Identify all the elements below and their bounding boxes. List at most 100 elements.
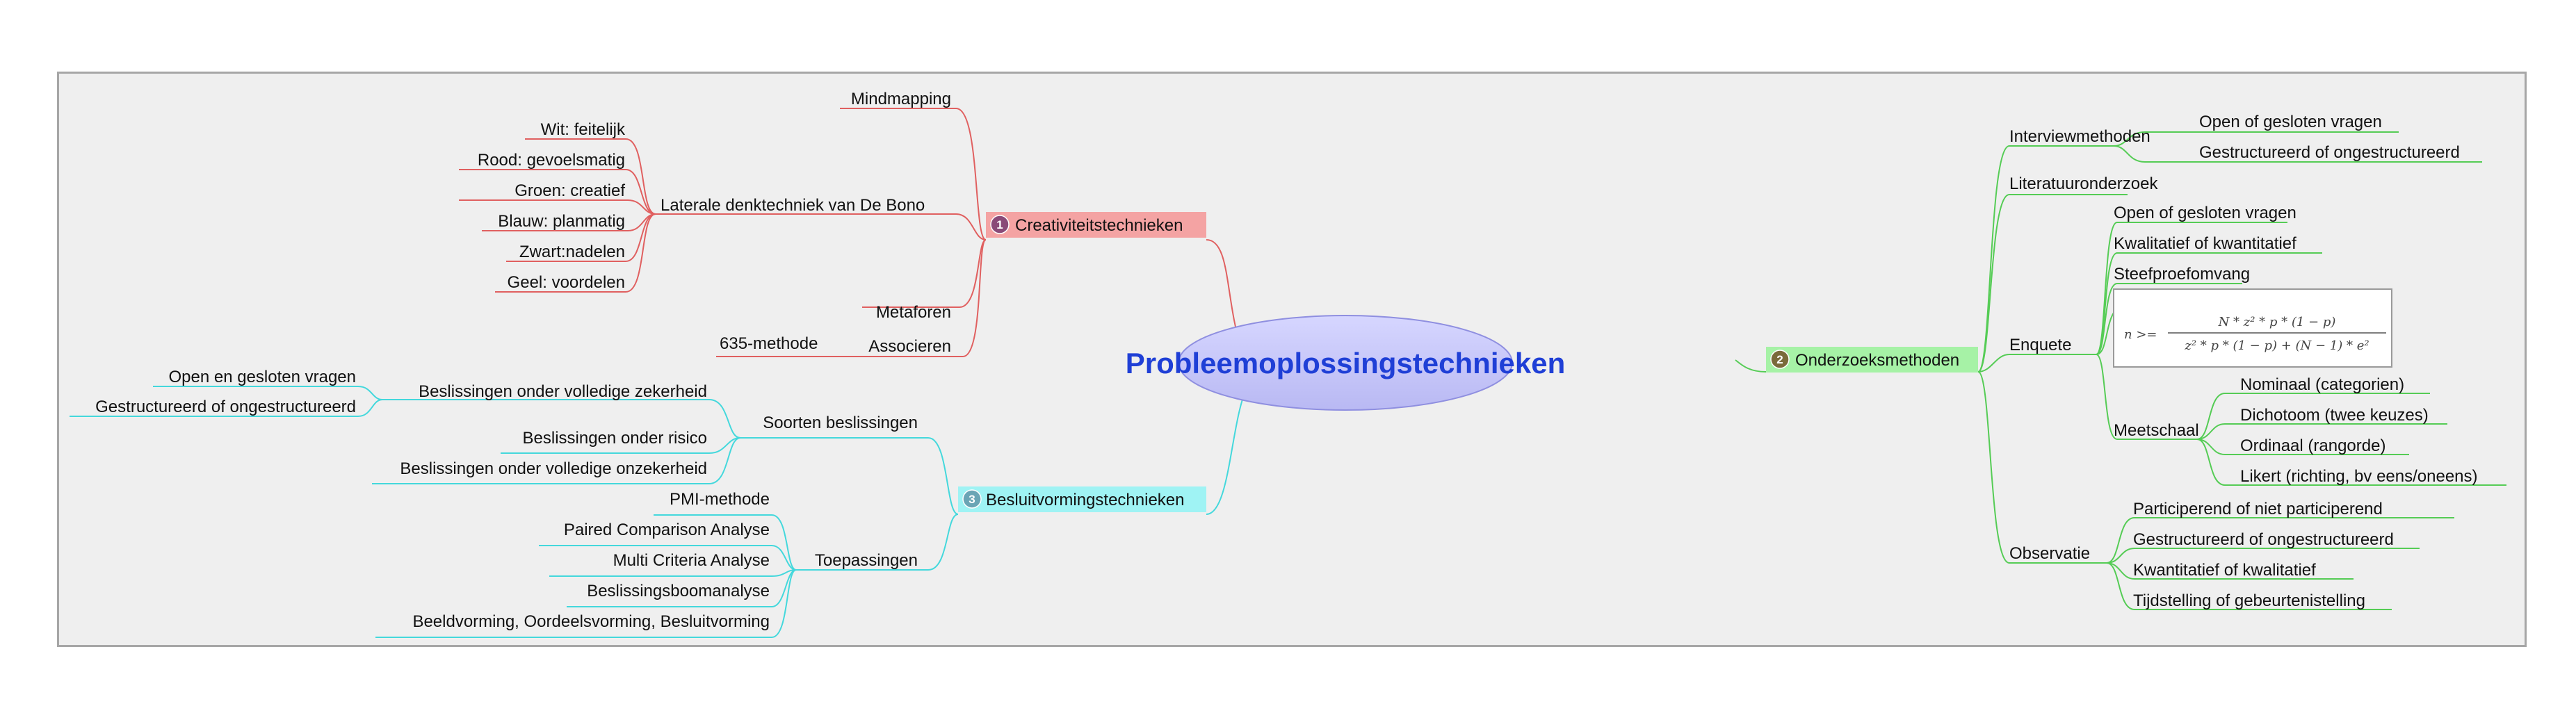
creativiteit-label: Creativiteitstechnieken [1015,216,1183,235]
besluit-connectors [70,385,1249,638]
toepassingen-item[interactable]: Beslissingsboomanalyse [587,582,770,600]
line-int-1 [2113,131,2399,147]
meetschaal-item[interactable]: Likert (richting, bv eens/oneens) [2240,467,2478,486]
onderzoek-node[interactable]: 2 Onderzoeksmethoden [1766,347,1978,373]
number-badge-icon [1770,350,1790,369]
root-node[interactable]: Probleemoplossingstechnieken [1126,315,1566,411]
line-zek-2 [70,399,383,417]
line-laterale [656,213,987,240]
line-meet-1 [2196,393,2430,440]
line-literatuur [1977,194,2128,373]
node-associeren[interactable]: Associeren [868,337,951,356]
toepassingen-item[interactable]: Beeldvorming, Oordeelsvorming, Besluitvo… [412,612,770,631]
formula-frame [2113,288,2392,368]
creativiteit-box [986,212,1206,238]
onderzoek-label: Onderzoeksmethoden [1795,351,1959,370]
node-zekerheid[interactable]: Beslissingen onder volledige zekerheid [419,382,707,401]
observatie-item[interactable]: Kwantitatief of kwalitatief [2133,561,2316,580]
observatie-item[interactable]: Participerend of niet participerend [2133,500,2383,518]
line-zekerheid [382,399,741,439]
node-mindmapping[interactable]: Mindmapping [851,90,951,108]
formula-numerator: N * z² * p * (1 − p) [2218,315,2336,329]
formula-denominator: z² * p * (1 − p) + (N − 1) * e² [2184,338,2369,353]
line-enq-formula [2096,312,2114,355]
line-toepassingen [796,514,959,571]
number-badge-icon [990,215,1010,234]
node-toepassingen[interactable]: Toepassingen [815,551,918,570]
creativiteit-node[interactable]: 1 Creativiteitstechnieken [986,212,1206,238]
interview-item[interactable]: Gestructureerd of ongestructureerd [2199,143,2460,162]
besluit-box [958,486,1206,512]
creativiteit-number: 1 [996,218,1003,231]
line-observatie [1977,371,2107,564]
line-enquete [1977,354,2096,373]
observatie-item[interactable]: Gestructureerd of ongestructureerd [2133,530,2394,549]
besluit-label: Besluitvormingstechnieken [986,491,1184,509]
node-enquete[interactable]: Enquete [2009,336,2071,354]
hat-item[interactable]: Groen: creatief [515,181,625,200]
root-ellipse [1178,315,1513,411]
root-to-besluit-line [1206,385,1249,515]
line-obs-2 [2106,548,2420,564]
line-zek-1 [153,386,383,400]
line-toep-3 [549,569,797,577]
interview-item[interactable]: Open of gesloten vragen [2199,113,2382,131]
toepassingen-item[interactable]: PMI-methode [670,490,770,509]
enquete-item[interactable]: Steefproefomvang [2114,265,2250,284]
line-hat-2 [459,169,656,215]
line-risico [501,437,741,454]
enquete-item[interactable]: Open of gesloten vragen [2114,204,2296,222]
line-toep-5 [375,569,797,638]
number-badge-icon [962,489,982,509]
node-soorten[interactable]: Soorten beslissingen [763,414,918,432]
root-to-onderzoek-line [1735,359,1767,373]
besluit-node[interactable]: 3 Besluitvormingstechnieken [958,486,1206,512]
meetschaal-item[interactable]: Ordinaal (rangorde) [2240,436,2385,455]
root-label: Probleemoplossingstechnieken [1126,347,1566,379]
line-obs-1 [2106,517,2454,564]
observatie-item[interactable]: Tijdstelling of gebeurtenistelling [2133,591,2365,610]
toepassingen-item[interactable]: Paired Comparison Analyse [564,521,770,539]
line-metaforen [862,239,987,308]
toepassingen-item[interactable]: Multi Criteria Analyse [613,551,770,570]
line-associeren [854,239,987,357]
line-hat-3 [459,199,656,215]
node-risico[interactable]: Beslissingen onder risico [523,429,707,448]
line-meet-3 [2196,439,2409,455]
node-observatie[interactable]: Observatie [2009,544,2090,563]
line-obs-3 [2106,562,2354,580]
enquete-item[interactable]: Kwalitatief of kwantitatief [2114,234,2296,253]
zekerheid-item[interactable]: Gestructureerd of ongestructureerd [95,398,356,416]
line-hat-6 [495,213,656,293]
node-meetschaal[interactable]: Meetschaal [2114,421,2199,440]
node-metaforen[interactable]: Metaforen [876,303,951,322]
onderzoek-box [1766,347,1978,373]
line-hat-5 [506,213,656,262]
onderzoek-number: 2 [1776,353,1783,366]
node-interview[interactable]: Interviewmethoden [2009,127,2150,146]
node-literatuur[interactable]: Literatuuronderzoek [2009,174,2158,193]
line-onzekerheid [372,437,741,484]
node-onzekerheid[interactable]: Beslissingen onder volledige onzekerheid [400,459,707,478]
node-laterale[interactable]: Laterale denktechniek van De Bono [661,196,925,215]
line-toep-1 [654,514,797,571]
line-hat-1 [525,138,656,215]
line-meetschaal [2096,354,2197,440]
hat-item[interactable]: Zwart:nadelen [519,243,625,261]
line-mindmapping [840,108,987,240]
meetschaal-item[interactable]: Dichotoom (twee keuzes) [2240,406,2429,425]
hat-item[interactable]: Geel: voordelen [508,273,625,292]
onderzoek-connectors [1735,131,2506,610]
line-enq-3 [2096,283,2242,355]
hat-item[interactable]: Blauw: planmatig [498,212,625,231]
line-toep-2 [539,545,797,571]
node-635[interactable]: 635-methode [720,334,818,353]
hat-item[interactable]: Rood: gevoelsmatig [478,151,625,170]
besluit-number: 3 [969,493,975,506]
line-int-2 [2113,145,2482,163]
line-meet-4 [2196,439,2506,486]
hat-item[interactable]: Wit: feitelijk [541,120,626,139]
meetschaal-item[interactable]: Nominaal (categorien) [2240,375,2404,394]
zekerheid-item[interactable]: Open en gesloten vragen [168,368,356,386]
